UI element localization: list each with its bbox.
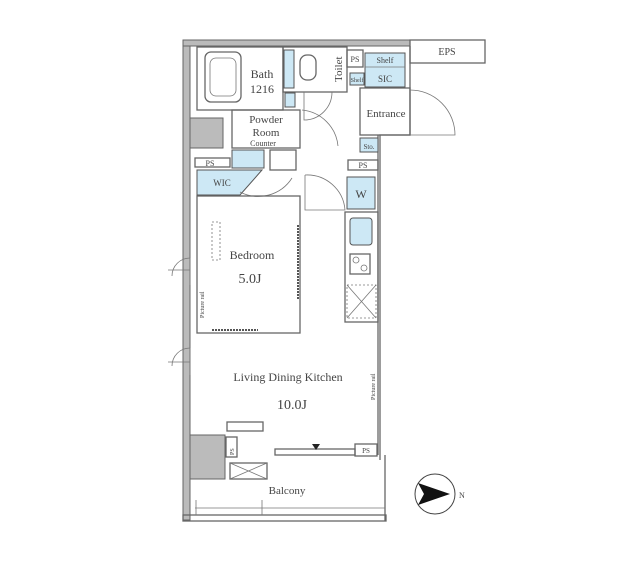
svg-text:Shelf: Shelf (377, 56, 394, 65)
svg-text:WIC: WIC (213, 178, 231, 188)
svg-text:1216: 1216 (250, 82, 274, 96)
svg-text:5.0J: 5.0J (239, 272, 263, 287)
svg-text:PS: PS (351, 55, 360, 64)
kitchen-counter (344, 211, 379, 323)
svg-text:Bath: Bath (251, 67, 274, 81)
svg-text:Counter: Counter (250, 139, 276, 148)
storage-closet: PS Shelf SIC Shelf (346, 49, 406, 88)
compass-icon: N (414, 473, 465, 515)
svg-text:Powder: Powder (249, 114, 283, 126)
svg-text:Balcony: Balcony (269, 485, 306, 497)
living-dining-kitchen: Living Dining Kitchen 10.0J Picture rail… (225, 370, 378, 458)
svg-text:PS: PS (230, 448, 236, 455)
svg-text:Bedroom: Bedroom (230, 248, 275, 262)
svg-text:Room: Room (253, 127, 280, 139)
eps-room: EPS (409, 39, 486, 64)
svg-text:Entrance: Entrance (366, 108, 405, 120)
svg-text:Living Dining Kitchen: Living Dining Kitchen (233, 370, 342, 384)
walk-in-closet: PS WIC (194, 149, 293, 197)
powder-room: Powder Room Counter (231, 109, 339, 171)
svg-text:Picture rail: Picture rail (371, 373, 377, 400)
svg-text:10.0J: 10.0J (277, 398, 308, 413)
entrance: Entrance (359, 87, 456, 136)
left-windows (168, 257, 191, 375)
svg-text:SIC: SIC (378, 74, 392, 84)
bath-room: Bath 1216 (196, 46, 284, 111)
svg-text:EPS: EPS (438, 47, 455, 58)
svg-text:PS: PS (359, 161, 368, 170)
hall-utilities: Sto. PS W (304, 137, 379, 211)
svg-text:PS: PS (362, 447, 370, 455)
svg-text:N: N (459, 491, 465, 500)
balcony-window[interactable] (274, 448, 356, 456)
svg-text:Toilet: Toilet (333, 56, 345, 82)
bedroom: Bedroom 5.0J Picture rail (196, 195, 301, 334)
svg-text:Picture rail: Picture rail (200, 291, 206, 318)
toilet-room: Toilet (282, 46, 348, 121)
svg-text:W: W (355, 187, 367, 201)
svg-text:PS: PS (206, 159, 215, 168)
svg-text:Shelf: Shelf (351, 77, 364, 84)
balcony: Balcony (195, 462, 385, 515)
svg-text:Sto.: Sto. (363, 143, 374, 151)
entrance-door[interactable] (409, 89, 456, 136)
